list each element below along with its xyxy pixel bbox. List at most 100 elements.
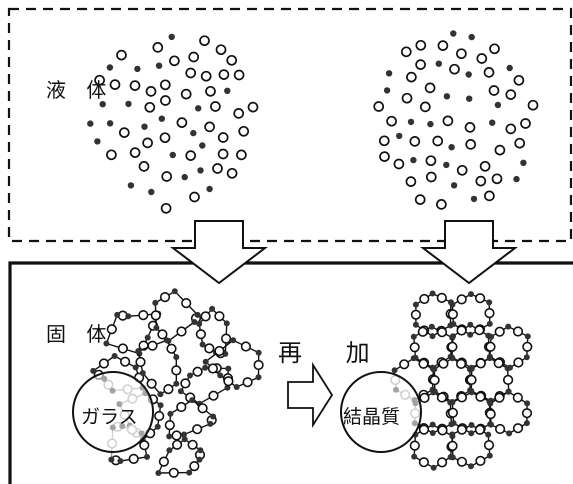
liquid-atom-open <box>433 137 442 146</box>
network-oxygen-atom <box>438 426 447 435</box>
network-silicon-atom <box>486 299 492 305</box>
network-silicon-atom <box>524 354 530 360</box>
liquid-atom-filled <box>182 174 188 180</box>
liquid-atom-open <box>140 162 149 171</box>
network-oxygen-atom <box>198 404 207 413</box>
network-oxygen-atom <box>486 410 495 419</box>
network-silicon-atom <box>197 457 203 463</box>
cooling-arrow-right <box>423 221 515 283</box>
liquid-atom-open <box>161 133 170 142</box>
network-oxygen-atom <box>136 358 145 367</box>
liquid-atom-open <box>190 193 199 202</box>
network-silicon-atom <box>487 321 493 327</box>
network-silicon-atom <box>488 422 494 428</box>
network-oxygen-atom <box>514 327 523 336</box>
network-silicon-atom <box>234 384 240 390</box>
network-silicon-atom <box>125 313 131 319</box>
liquid-atom-filled <box>170 152 176 158</box>
liquid-atom-filled <box>125 101 131 107</box>
network-oxygen-atom <box>494 359 503 368</box>
network-silicon-atom <box>451 420 457 426</box>
liquid-molecules-right <box>374 30 537 209</box>
liquid-atom-open <box>466 123 475 132</box>
network-oxygen-atom <box>193 367 202 376</box>
network-oxygen-atom <box>495 393 504 402</box>
liquid-atom-open <box>374 102 383 111</box>
network-oxygen-atom <box>172 366 181 375</box>
network-oxygen-atom <box>139 311 148 320</box>
liquid-atom-filled <box>134 66 140 72</box>
network-silicon-atom <box>135 348 141 354</box>
network-silicon-atom <box>187 373 193 379</box>
network-silicon-atom <box>197 447 203 453</box>
network-oxygen-atom <box>209 364 218 373</box>
liquid-atom-open <box>380 152 389 161</box>
network-oxygen-atom <box>172 431 181 440</box>
liquid-atom-open <box>380 136 389 145</box>
liquid-atom-open <box>529 101 538 110</box>
network-silicon-atom <box>449 431 455 437</box>
network-silicon-atom <box>203 359 209 365</box>
network-oxygen-atom <box>476 457 485 466</box>
crystalline-label: 結晶質 <box>343 402 400 429</box>
network-oxygen-atom <box>181 379 190 388</box>
liquid-atom-open <box>200 36 209 45</box>
liquid-molecules-left <box>87 34 257 213</box>
liquid-atom-open <box>490 44 499 53</box>
liquid-atom-filled <box>87 120 93 126</box>
network-silicon-atom <box>411 454 417 460</box>
network-oxygen-atom <box>215 347 224 356</box>
liquid-label: 液 体 <box>46 74 113 103</box>
liquid-atom-open <box>131 81 140 90</box>
network-oxygen-atom <box>419 360 428 369</box>
liquid-atom-open <box>443 116 452 125</box>
network-oxygen-atom <box>224 377 233 386</box>
liquid-atom-open <box>153 43 162 52</box>
liquid-atom-filled <box>107 120 113 126</box>
network-silicon-atom <box>224 320 230 326</box>
liquid-atom-filled <box>408 119 414 125</box>
network-oxygen-atom <box>458 458 467 467</box>
network-oxygen-atom <box>457 360 466 369</box>
network-silicon-atom <box>449 355 455 361</box>
liquid-atom-filled <box>471 196 477 202</box>
liquid-atom-open <box>493 174 502 183</box>
liquid-atom-filled <box>384 87 390 93</box>
liquid-region-box <box>9 9 571 241</box>
network-silicon-atom <box>392 367 398 373</box>
liquid-atom-filled <box>507 65 513 71</box>
network-silicon-atom <box>172 288 178 294</box>
network-silicon-atom <box>117 458 123 464</box>
liquid-atom-filled <box>148 189 154 195</box>
liquid-atom-open <box>403 94 412 103</box>
network-silicon-atom <box>108 457 114 463</box>
liquid-atom-filled <box>436 61 442 67</box>
liquid-atom-open <box>182 90 191 99</box>
liquid-atom-open <box>219 133 228 142</box>
network-oxygen-atom <box>173 441 182 450</box>
liquid-atom-filled <box>451 182 457 188</box>
liquid-atom-filled <box>448 144 454 150</box>
network-silicon-atom <box>153 325 159 331</box>
network-oxygen-atom <box>148 341 157 350</box>
network-silicon-atom <box>182 436 188 442</box>
liquid-atom-filled <box>128 182 134 188</box>
liquid-atom-open <box>206 87 215 96</box>
network-silicon-atom <box>195 312 201 318</box>
network-silicon-atom <box>178 388 184 394</box>
liquid-atom-open <box>228 169 237 178</box>
network-oxygen-atom <box>486 343 495 352</box>
network-oxygen-atom <box>495 327 504 336</box>
network-oxygen-atom <box>158 330 167 339</box>
network-silicon-atom <box>230 337 236 343</box>
network-oxygen-atom <box>458 425 467 434</box>
liquid-atom-filled <box>443 162 449 168</box>
liquid-atom-open <box>234 109 243 118</box>
liquid-atom-open <box>485 191 494 200</box>
liquid-atom-open <box>416 60 425 69</box>
network-silicon-atom <box>256 350 262 356</box>
liquid-atom-open <box>407 73 416 82</box>
liquid-atom-filled <box>190 130 196 136</box>
liquid-atom-open <box>147 87 156 96</box>
network-silicon-atom <box>210 414 216 420</box>
